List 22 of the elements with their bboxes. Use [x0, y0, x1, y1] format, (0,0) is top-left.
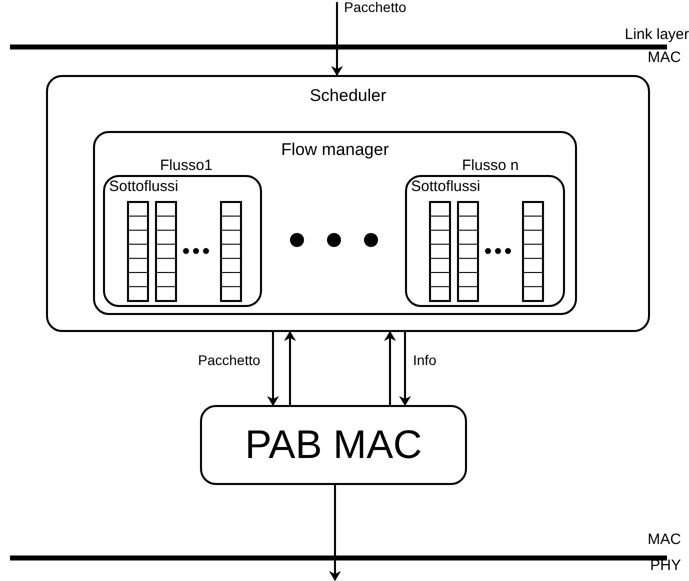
- layer-label: MAC: [648, 50, 681, 65]
- arrow: [267, 332, 279, 406]
- box-title: PAB MAC: [244, 425, 422, 465]
- subflows-label: Sottoflussi: [411, 179, 480, 194]
- layer-label: Link layer: [624, 27, 689, 42]
- arrow: [399, 332, 411, 406]
- box-title: Flow manager: [281, 141, 389, 158]
- manager-box: [93, 131, 577, 315]
- flow-heading: Flusso1: [160, 158, 213, 173]
- edge-label: Pacchetto: [198, 353, 260, 367]
- scheduler-box: [46, 75, 650, 332]
- layer-label: MAC: [648, 532, 681, 547]
- edge-label: Pacchetto: [344, 0, 406, 14]
- box-title: Scheduler: [310, 87, 386, 104]
- arrow: [329, 485, 341, 581]
- subflows-label: Sottoflussi: [109, 179, 178, 194]
- arrow: [284, 331, 296, 405]
- flow-heading: Flusso n: [462, 158, 519, 173]
- arrow: [384, 331, 396, 405]
- process-box: [200, 405, 467, 485]
- arrow: [331, 2, 343, 76]
- edge-label: Info: [413, 353, 436, 367]
